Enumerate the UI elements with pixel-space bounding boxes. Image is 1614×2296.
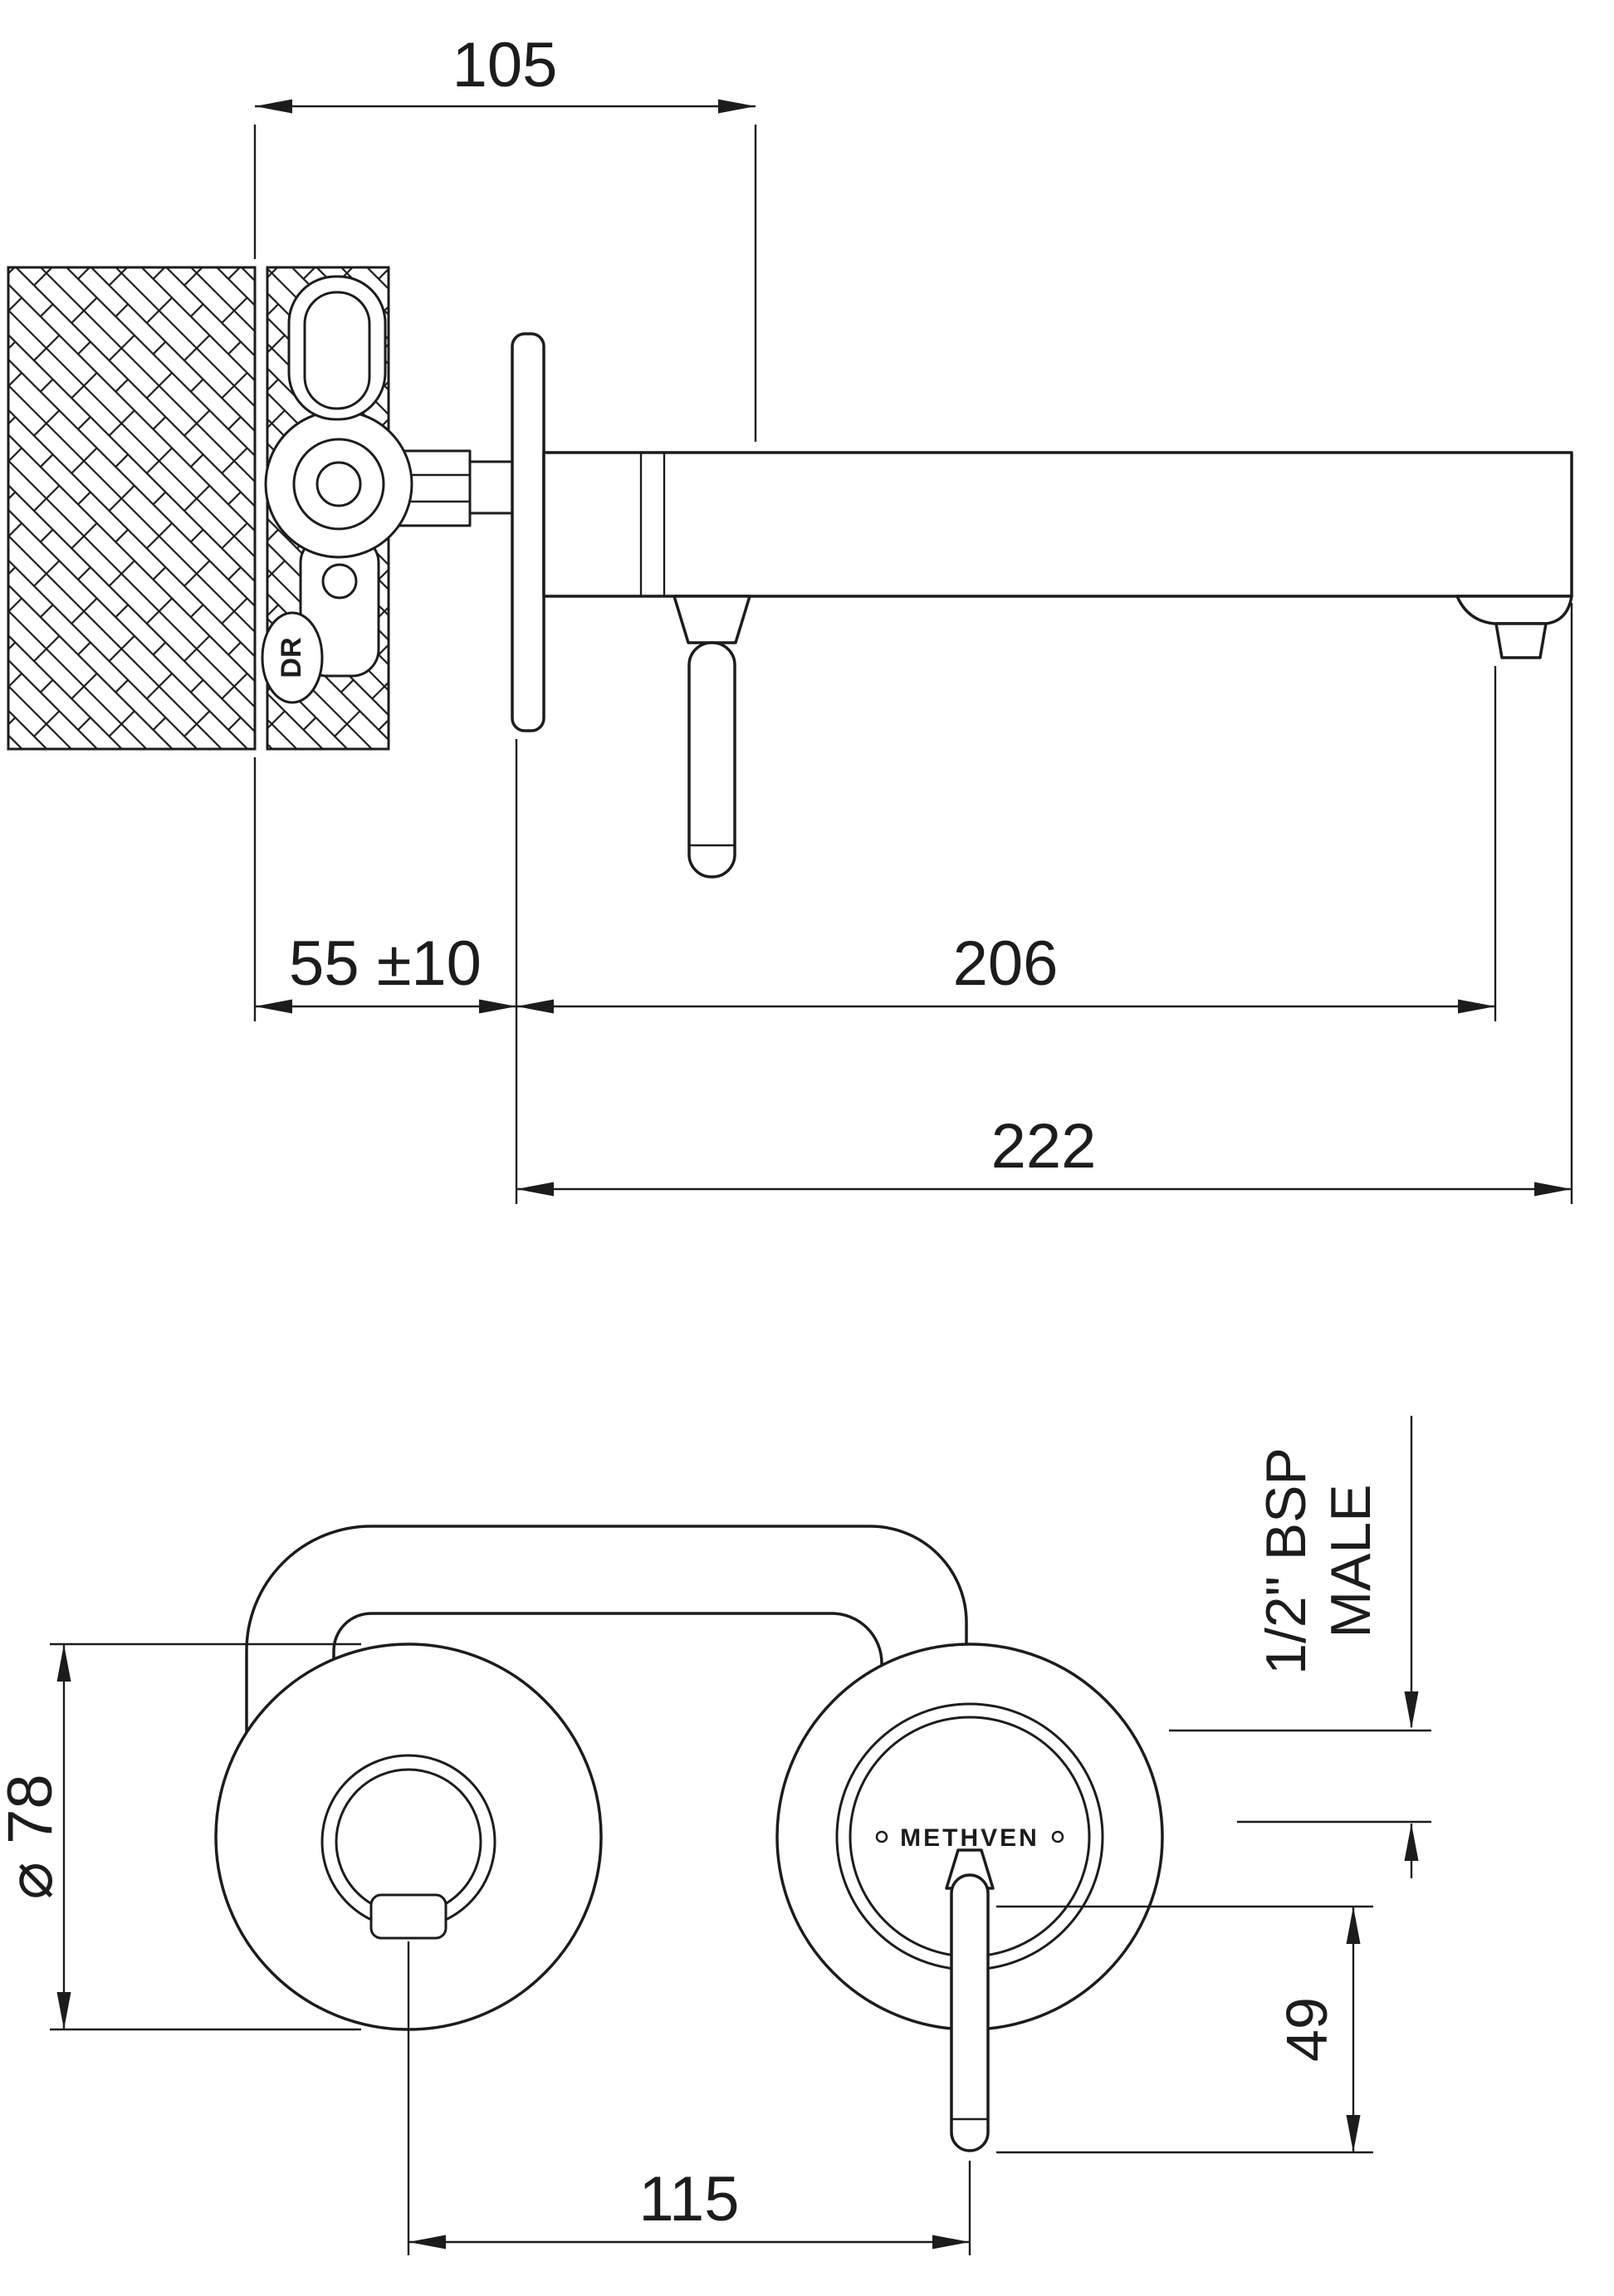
valve-marking-text: DR <box>276 637 307 678</box>
arrowhead <box>255 999 292 1014</box>
arrowhead <box>56 1992 71 2029</box>
brand-dot-right <box>1051 1830 1064 1843</box>
mixer-handle-side <box>672 595 751 879</box>
arrowhead <box>1458 999 1495 1014</box>
dimension-label-222: 222 <box>991 1111 1097 1182</box>
dimension-label-49: 49 <box>1274 1997 1339 2062</box>
spout-outlet-bump <box>1455 595 1573 625</box>
brand-text: METHVEN <box>900 1824 1039 1852</box>
arrowhead <box>1404 1691 1419 1729</box>
spout-side <box>542 451 1573 659</box>
concealed-valve-body: DR <box>261 275 514 704</box>
front-view: METHVEN ⌀ 78 1/2" BSP MALE 49 <box>0 1416 1431 2255</box>
dimension-115: 115 <box>407 1941 971 2255</box>
thread-label-line1: 1/2" BSP <box>1255 1447 1318 1675</box>
arrowhead <box>1404 1824 1419 1861</box>
valve-spindle-circle <box>315 461 362 507</box>
spout-aerator-front <box>369 1893 448 1940</box>
thread-label-line2: MALE <box>1319 1484 1382 1638</box>
arrowhead <box>56 1644 71 1682</box>
dimension-label-105: 105 <box>452 30 558 100</box>
spout-tube-side <box>542 451 1573 598</box>
arrowhead <box>516 1182 554 1197</box>
spout-plate-front <box>214 1642 603 2031</box>
dimension-55-206: 55 ±10 206 <box>253 666 1497 1204</box>
handle-cone-side <box>672 595 751 644</box>
dimension-label-206: 206 <box>953 928 1059 999</box>
outlet-nipple <box>468 460 514 515</box>
valve-cartridge-inner-ring <box>292 438 385 531</box>
arrowhead <box>1346 2115 1361 2152</box>
dimension-label-115: 115 <box>638 2164 739 2235</box>
spout-joint-lines <box>639 453 666 596</box>
check-valve-body <box>261 611 324 704</box>
spout-aerator-side <box>1494 622 1548 659</box>
lower-inlet-circle <box>321 563 358 600</box>
dimension-label-dia78: ⌀ 78 <box>0 1774 66 1899</box>
dimension-49: 49 <box>996 1905 1373 2154</box>
handle-rod-side <box>687 641 736 879</box>
side-view: DR 105 5 <box>7 30 1573 1204</box>
escutcheon-flange-side <box>511 332 545 732</box>
arrowhead <box>408 2235 446 2249</box>
dimension-105: 105 <box>253 30 757 442</box>
arrowhead <box>1346 1907 1361 1944</box>
brand-dot-left <box>875 1830 888 1843</box>
mixer-plate-front: METHVEN <box>775 1642 1164 2152</box>
arrowhead <box>932 2235 970 2249</box>
valve-cartridge-circle <box>264 409 413 559</box>
handle-rod-front <box>950 1873 990 2152</box>
dimension-dia78: ⌀ 78 <box>0 1642 361 2031</box>
dimension-label-55: 55 ±10 <box>289 928 482 999</box>
arrowhead <box>1534 1182 1572 1197</box>
arrowhead <box>255 99 292 114</box>
dimension-222: 222 <box>516 603 1573 1204</box>
inlet-elbow-inner <box>303 291 371 410</box>
thread-callout: 1/2" BSP MALE <box>1169 1416 1431 1878</box>
arrowhead <box>516 999 554 1014</box>
spout-tube-front <box>245 1525 968 1739</box>
arrowhead <box>479 999 516 1014</box>
arrowhead <box>718 99 756 114</box>
